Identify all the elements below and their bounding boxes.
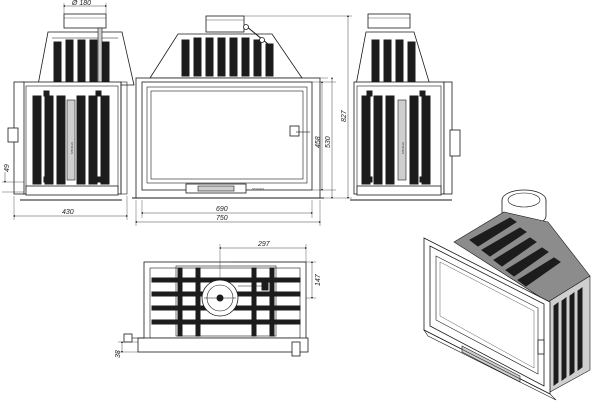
dim-top-flue-offset: 297 — [219, 241, 307, 280]
dim-front-glass-height-label: 458 — [315, 136, 322, 148]
dim-top-flue-offset-label: 297 — [257, 241, 271, 248]
side-right-plate-text: STOVES — [401, 142, 405, 154]
front-ash-tray-text: STOVES — [252, 187, 264, 191]
side-left-plate-text: STOVES — [70, 142, 74, 154]
dim-front-inner-width-label: 690 — [216, 206, 228, 213]
dim-top-depth-label: 147 — [315, 273, 322, 286]
isometric-view — [423, 189, 591, 401]
dim-side-depth-label: 430 — [62, 209, 74, 216]
left-side-view: STOVES — [7, 13, 135, 201]
right-side-view: STOVES — [350, 13, 461, 201]
dim-top-front: 38 — [115, 341, 138, 358]
dim-side-depth: 430 — [13, 196, 128, 220]
dim-front-width: 690 750 — [135, 200, 321, 226]
dim-front-door-height-label: 530 — [325, 136, 332, 148]
front-view: STOVES — [132, 15, 324, 199]
dim-front-height: 458 530 827 — [244, 15, 352, 199]
dim-flue-diameter-label: Ø 180 — [71, 0, 91, 7]
dim-flue-diameter: Ø 180 — [63, 0, 107, 14]
dim-front-outer-width-label: 750 — [216, 215, 228, 222]
dim-top-depth: 147 — [232, 261, 322, 299]
dim-side-offset-label: 49 — [4, 164, 11, 172]
dim-side-offset: 49 — [2, 164, 24, 193]
top-view — [123, 261, 309, 357]
dim-top-front-label: 38 — [115, 350, 122, 358]
dim-total-height-label: 827 — [341, 109, 348, 122]
